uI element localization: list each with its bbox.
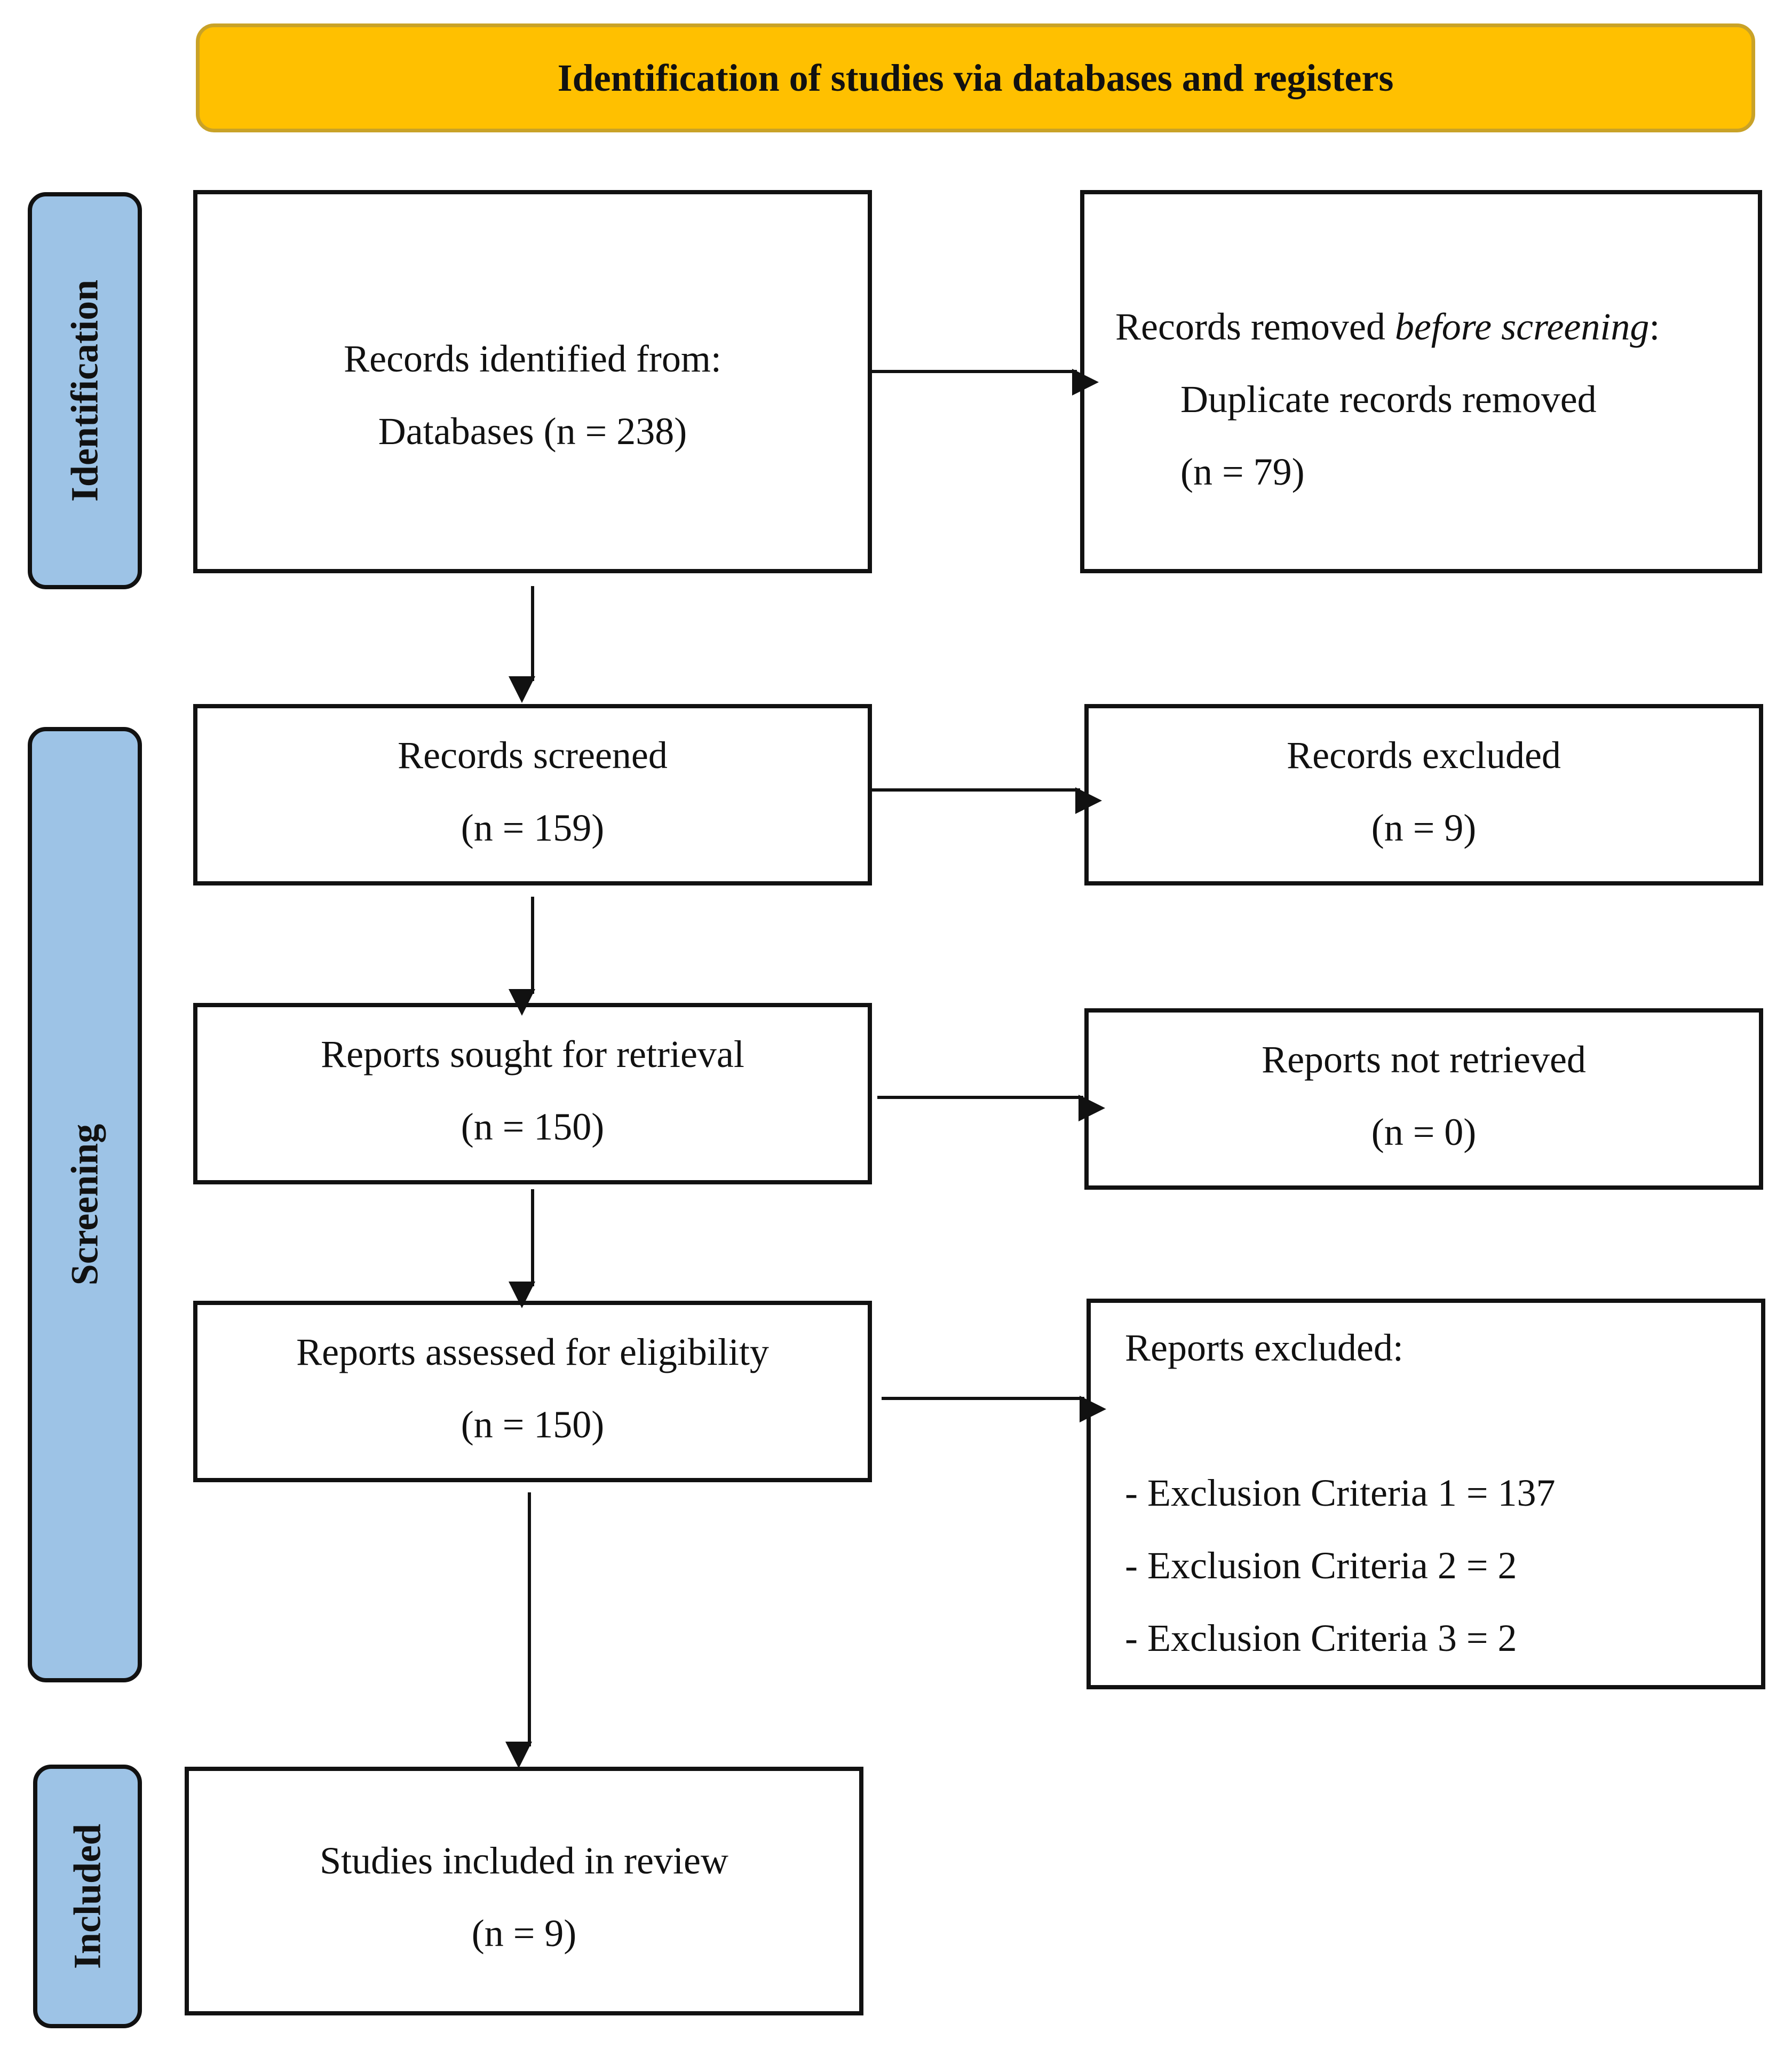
reports-excluded-title: Reports excluded: [1125,1326,1404,1369]
reports-not-retrieved-count: (n = 0) [1371,1111,1477,1153]
duplicate-records-count: (n = 79) [1180,450,1305,493]
records-excluded-title: Records excluded [1287,734,1561,777]
records-removed-box: Records removed before screening: Duplic… [1080,190,1762,573]
records-screened-box: Records screened (n = 159) [193,704,872,885]
records-excluded-count: (n = 9) [1371,806,1477,849]
records-identified-count: Databases (n = 238) [378,410,687,453]
exclusion-criteria-item: - Exclusion Criteria 3 = 2 [1125,1617,1517,1659]
records-excluded-box: Records excluded (n = 9) [1084,704,1763,885]
header-banner: Identification of studies via databases … [196,23,1755,132]
records-removed-title-suffix: : [1649,305,1660,348]
phase-screening: Screening [28,727,142,1682]
studies-included-count: (n = 9) [471,1912,577,1955]
phase-included: Included [33,1765,142,2028]
reports-assessed-title: Reports assessed for eligibility [296,1331,769,1373]
phase-identification: Identification [28,192,142,589]
reports-excluded-box: Reports excluded: - Exclusion Criteria 1… [1087,1299,1765,1689]
records-screened-title: Records screened [398,734,668,777]
records-removed-title-prefix: Records removed [1115,305,1395,348]
reports-assessed-count: (n = 150) [461,1403,605,1446]
reports-assessed-box: Reports assessed for eligibility (n = 15… [193,1301,872,1482]
reports-sought-title: Reports sought for retrieval [321,1033,744,1076]
exclusion-criteria-item: - Exclusion Criteria 2 = 2 [1125,1544,1517,1587]
records-removed-title-italic: before screening [1394,305,1650,348]
duplicate-records-label: Duplicate records removed [1180,378,1597,421]
records-identified-title: Records identified from: [344,337,721,380]
reports-not-retrieved-box: Reports not retrieved (n = 0) [1084,1008,1763,1190]
exclusion-criteria-item: - Exclusion Criteria 1 = 137 [1125,1472,1556,1514]
studies-included-title: Studies included in review [320,1839,728,1882]
header-title: Identification of studies via databases … [557,56,1394,99]
reports-not-retrieved-title: Reports not retrieved [1262,1038,1586,1081]
records-identified-box: Records identified from: Databases (n = … [193,190,872,573]
reports-sought-count: (n = 150) [461,1105,605,1148]
studies-included-box: Studies included in review (n = 9) [185,1767,863,2015]
records-screened-count: (n = 159) [461,806,605,849]
records-removed-title: Records removed before screening: [1084,290,1758,363]
